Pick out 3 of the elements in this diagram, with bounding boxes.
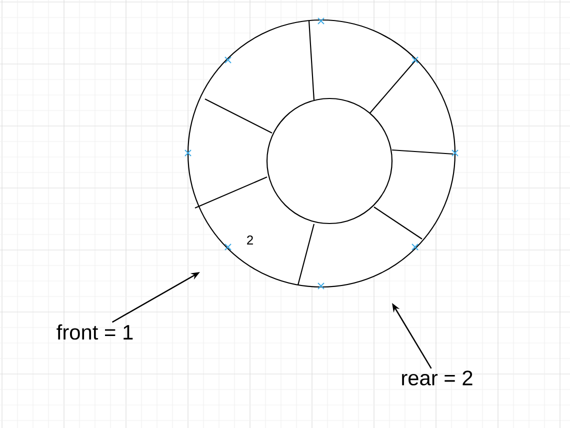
pointer-label: rear = 2 — [402, 370, 472, 386]
slot-number: 2 — [247, 235, 253, 245]
pointer-label: front = 1 — [56, 324, 133, 340]
